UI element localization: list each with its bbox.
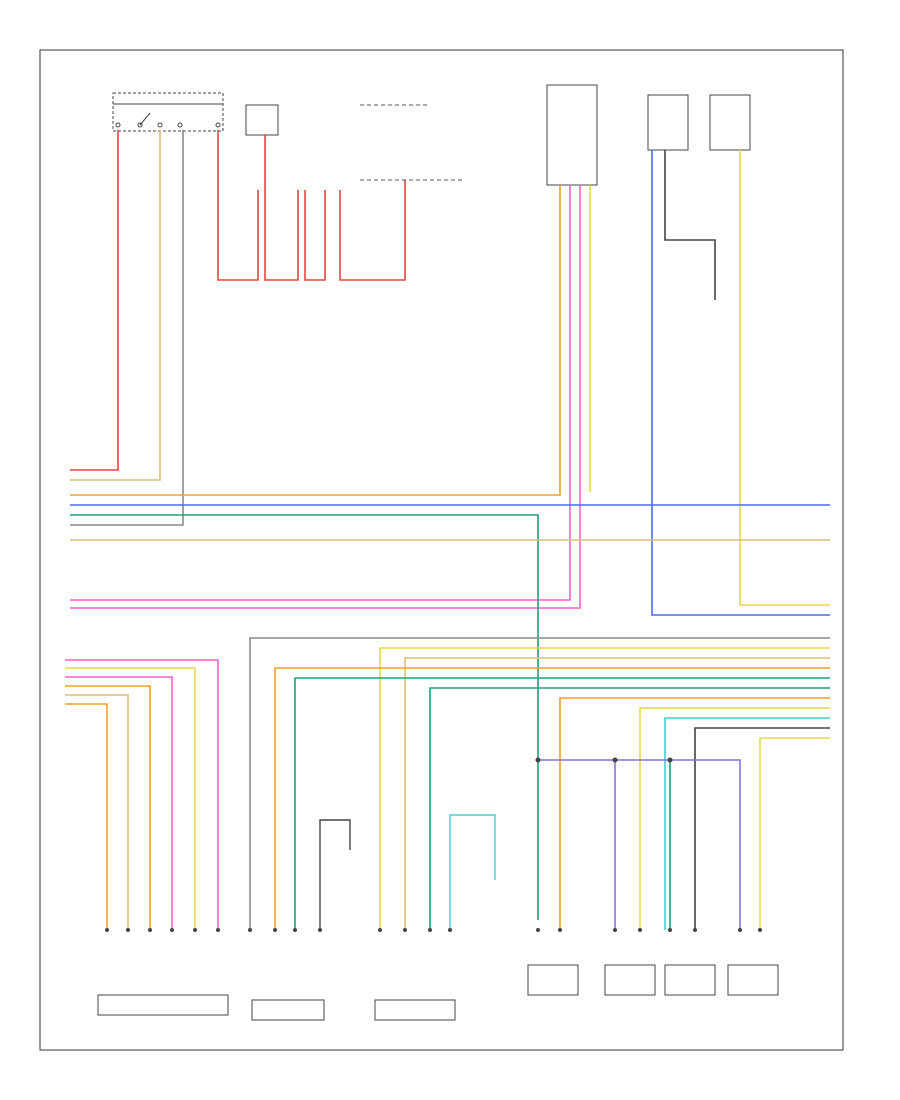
left-module-wires xyxy=(65,659,219,930)
top-right-connector xyxy=(546,84,751,186)
diagram-frame xyxy=(39,49,844,1051)
right-harness-wires xyxy=(249,637,830,930)
top-left-wire-stubs xyxy=(70,130,406,526)
bus-lines xyxy=(70,504,830,920)
middle-circuits xyxy=(319,814,496,930)
bottom-components xyxy=(251,964,779,1021)
ground-bar xyxy=(360,104,465,181)
splice-row xyxy=(535,757,741,930)
top-right-wires xyxy=(70,150,830,616)
switch-module xyxy=(112,92,279,136)
left-module-box xyxy=(97,994,229,1016)
bottom-terminals xyxy=(105,928,762,932)
